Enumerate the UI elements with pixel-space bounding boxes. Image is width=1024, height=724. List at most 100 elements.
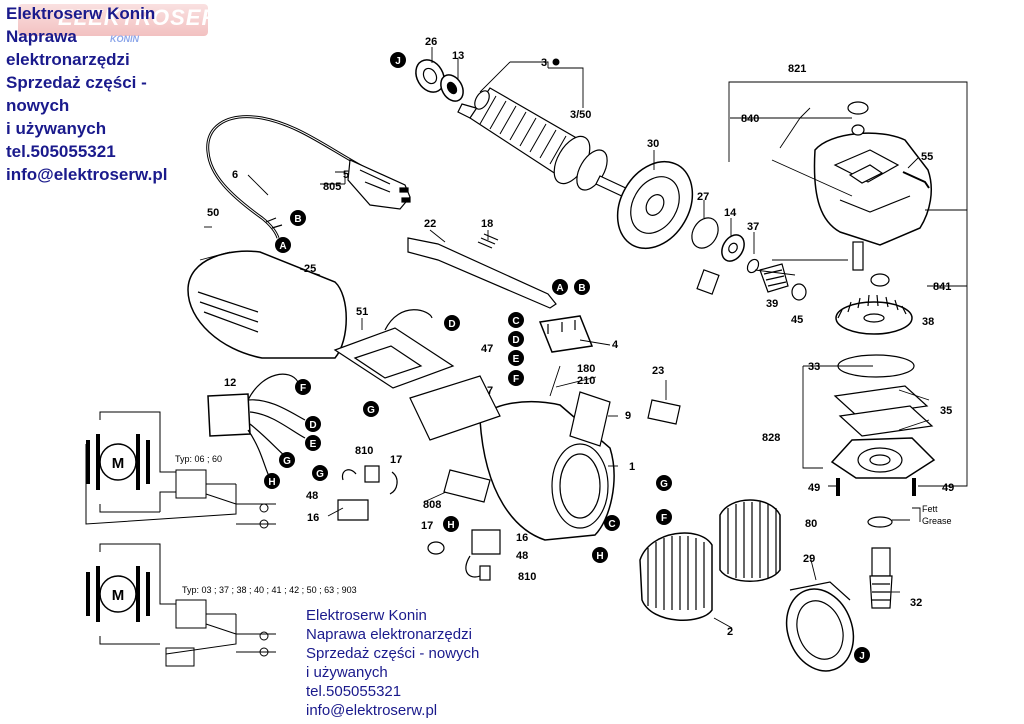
part-49b: 49 xyxy=(942,482,954,494)
connector-b1: B xyxy=(294,214,301,225)
connector-h2: H xyxy=(447,520,454,531)
connector-h3: H xyxy=(596,551,603,562)
washer-37 xyxy=(746,258,760,274)
switch-lever-22 xyxy=(407,237,557,309)
part-26: 26 xyxy=(425,36,437,48)
part-13: 13 xyxy=(452,50,464,62)
switch-block-4 xyxy=(538,315,594,353)
part-38: 38 xyxy=(922,316,934,328)
connector-j2: J xyxy=(859,651,865,662)
connector-c1: C xyxy=(512,316,519,327)
part-32: 32 xyxy=(910,597,922,609)
part-47: 47 xyxy=(481,343,493,355)
header-contact-block: Elektroserw Konin Naprawa elektronarzędz… xyxy=(6,2,167,186)
spindle-lock-cap xyxy=(847,101,869,115)
connector-a2: A xyxy=(556,283,563,294)
part-48b: 48 xyxy=(516,550,528,562)
part-17a: 17 xyxy=(390,454,402,466)
gasket-35 xyxy=(833,385,934,437)
nut-45 xyxy=(791,283,807,301)
connector-g1: G xyxy=(367,405,375,416)
spindle-32 xyxy=(869,547,893,609)
connector-markers xyxy=(264,52,870,663)
spring-18 xyxy=(477,233,499,249)
part-45: 45 xyxy=(791,314,803,326)
leader-lines xyxy=(199,47,968,629)
grease-label-2: Grease xyxy=(922,516,952,526)
wiring-diagram-1 xyxy=(85,411,276,529)
part-180: 180 xyxy=(577,363,595,375)
lock-pin xyxy=(852,241,864,271)
bearing-14 xyxy=(721,234,745,262)
footer-line-2: Naprawa elektronarzędzi xyxy=(306,626,472,643)
part-27: 27 xyxy=(697,191,709,203)
part-25: 25 xyxy=(304,263,316,275)
field-coil-2 xyxy=(639,499,781,621)
part-23: 23 xyxy=(652,365,664,377)
connector-j1: J xyxy=(395,56,401,67)
connector-a1: A xyxy=(279,241,286,252)
bearing-13 xyxy=(440,74,464,102)
electronic-module-12 xyxy=(207,373,306,479)
header-line-1: Elektroserw Konin xyxy=(6,4,156,23)
logo-sub: KONIN xyxy=(110,34,139,44)
part-3-50: 3/50 xyxy=(570,109,591,121)
part-3-dot xyxy=(552,58,560,66)
connector-g3: G xyxy=(316,469,324,480)
button-23 xyxy=(647,399,681,425)
connector-f2: F xyxy=(300,383,306,394)
grease-label-1: Fett xyxy=(922,504,938,514)
housing-cap-25 xyxy=(187,250,347,359)
logo-text: ELEKTROSERW xyxy=(58,5,240,30)
connector-e1: E xyxy=(513,354,520,365)
part-16a: 16 xyxy=(307,512,319,524)
part-12: 12 xyxy=(224,377,236,389)
part-841: 841 xyxy=(933,281,951,293)
connector-c2: C xyxy=(608,519,615,530)
plate-808 xyxy=(443,469,491,503)
typ-label-2: Typ: 03 ; 37 ; 38 ; 40 ; 41 ; 42 ; 50 ; … xyxy=(182,585,357,595)
motor-symbol-2: M xyxy=(112,587,125,604)
part-810a: 810 xyxy=(355,445,373,457)
header-line-7: tel.505055321 xyxy=(6,142,116,161)
connector-d1: D xyxy=(512,335,519,346)
part-39: 39 xyxy=(766,298,778,310)
part-30: 30 xyxy=(647,138,659,150)
bushing xyxy=(870,273,890,287)
connector-h1: H xyxy=(268,477,275,488)
part-51: 51 xyxy=(356,306,368,318)
footer-line-6: info@elektroserw.pl xyxy=(306,702,438,719)
header-line-4: Sprzedaż części - xyxy=(6,73,147,92)
part-810b: 810 xyxy=(518,571,536,583)
connector-f3: F xyxy=(661,513,667,524)
part-210: 210 xyxy=(577,375,595,387)
part-29: 29 xyxy=(803,553,815,565)
ring-27 xyxy=(691,217,719,249)
part-9: 9 xyxy=(625,410,631,422)
connector-g4: G xyxy=(660,479,668,490)
connector-f1: F xyxy=(513,374,519,385)
washer-80 xyxy=(867,516,893,528)
header-line-8: info@elektroserw.pl xyxy=(6,165,168,184)
part-4: 4 xyxy=(612,339,619,351)
footer-line-1: Elektroserw Konin xyxy=(306,607,427,624)
part-35: 35 xyxy=(940,405,952,417)
header-line-6: i używanych xyxy=(6,119,107,138)
header-line-3: elektronarzędzi xyxy=(6,50,130,69)
part-3: 3 xyxy=(541,57,547,69)
part-80: 80 xyxy=(805,518,817,530)
brush-holder-lower xyxy=(427,529,501,581)
part-37: 37 xyxy=(747,221,759,233)
part-1: 1 xyxy=(629,461,635,473)
cover-9 xyxy=(569,391,611,447)
bearing-flange-828 xyxy=(830,437,936,479)
part-22: 22 xyxy=(424,218,436,230)
switch-51 xyxy=(333,309,455,389)
brush-holder-upper xyxy=(337,465,398,521)
part-16b: 16 xyxy=(516,532,528,544)
connector-e2: E xyxy=(310,439,317,450)
part-17b: 17 xyxy=(421,520,433,532)
part-48a: 48 xyxy=(306,490,318,502)
fan-30 xyxy=(616,160,694,250)
key-part xyxy=(696,269,720,295)
